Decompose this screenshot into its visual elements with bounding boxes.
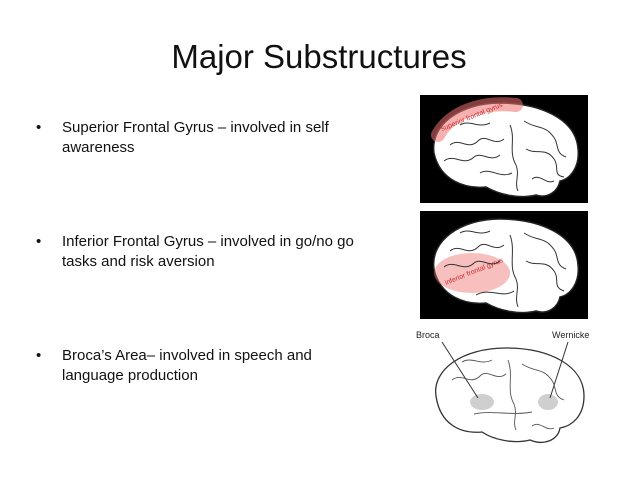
bullet-icon: • (36, 233, 42, 250)
superior-frontal-gyrus-image: superior frontal gyrus (420, 95, 588, 203)
wernicke-label: Wernicke (552, 330, 590, 340)
bullet-icon: • (36, 119, 42, 136)
bullet-icon: • (36, 347, 42, 364)
broca-label: Broca (416, 330, 440, 340)
slide-title: Major Substructures (171, 38, 467, 75)
inferior-frontal-gyrus-image: inferior frontal gyrus (420, 211, 588, 319)
broca-wernicke-diagram: Broca Wernicke (412, 330, 597, 448)
bullet-text: Broca’s Area– involved in speech and lan… (62, 347, 312, 384)
bullet-text: Superior Frontal Gyrus – involved in sel… (62, 119, 329, 156)
bullet-text: Inferior Frontal Gyrus – involved in go/… (62, 233, 354, 270)
